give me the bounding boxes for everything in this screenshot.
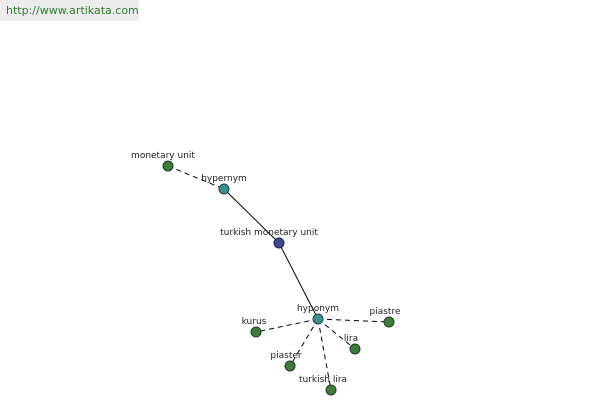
edge-monetary-unit-hypernym <box>167 165 225 190</box>
node-turkish-lira[interactable] <box>325 384 337 396</box>
site-url-banner[interactable]: http://www.artikata.com <box>0 0 139 21</box>
edge-hypernym-center <box>223 188 280 244</box>
label-hypernym: hypernym <box>201 174 247 184</box>
node-piastre[interactable] <box>383 316 395 328</box>
label-piastre: piastre <box>370 307 401 317</box>
label-hyponym: hyponym <box>297 304 339 314</box>
edge-hyponym-piastre <box>317 318 390 323</box>
edge-center-hyponym <box>278 242 319 320</box>
edge-hyponym-turkish-lira <box>317 318 332 391</box>
edge-hyponym-piaster <box>289 318 319 367</box>
label-piaster: piaster <box>270 351 301 361</box>
label-turkish-lira: turkish lira <box>299 375 347 385</box>
label-kurus: kurus <box>242 317 267 327</box>
node-turkish-monetary-unit[interactable] <box>273 237 285 249</box>
node-hypernym[interactable] <box>218 183 230 195</box>
node-kurus[interactable] <box>250 326 262 338</box>
node-hyponym[interactable] <box>312 313 324 325</box>
label-lira: lira <box>344 334 358 344</box>
site-url-text[interactable]: http://www.artikata.com <box>6 4 139 17</box>
node-lira[interactable] <box>349 343 361 355</box>
edge-hyponym-lira <box>317 318 356 350</box>
label-turkish-monetary-unit: turkish monetary unit <box>220 228 318 238</box>
edge-hyponym-kurus <box>255 318 319 333</box>
label-monetary-unit: monetary unit <box>131 151 195 161</box>
node-piaster[interactable] <box>284 360 296 372</box>
node-monetary-unit[interactable] <box>162 160 174 172</box>
